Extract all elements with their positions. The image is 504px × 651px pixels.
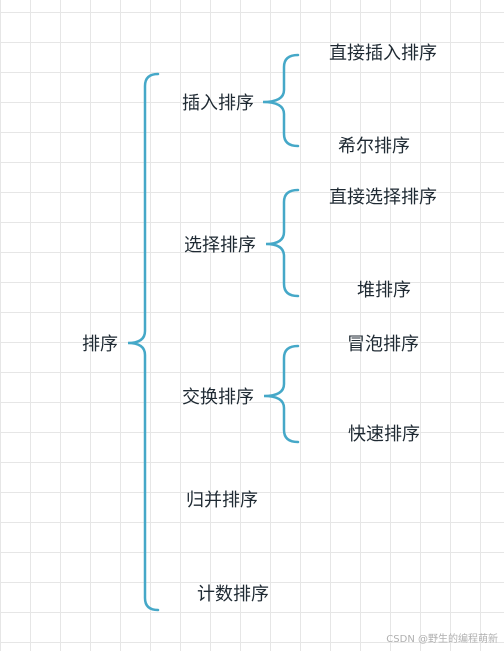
watermark: CSDN @野生的编程萌新 bbox=[386, 634, 498, 645]
brackets-layer bbox=[127, 53, 300, 612]
insertion-bracket bbox=[262, 53, 300, 148]
node-counting-sort: 计数排序 bbox=[197, 584, 269, 605]
node-insertion-sort: 插入排序 bbox=[182, 93, 254, 114]
node-shell-sort: 希尔排序 bbox=[338, 136, 410, 157]
node-merge-sort: 归并排序 bbox=[186, 490, 258, 511]
node-straight-insertion-sort: 直接插入排序 bbox=[329, 43, 437, 64]
node-quick-sort: 快速排序 bbox=[348, 424, 420, 445]
node-straight-selection-sort: 直接选择排序 bbox=[329, 187, 437, 208]
node-selection-sort: 选择排序 bbox=[184, 235, 256, 256]
selection-bracket bbox=[265, 188, 300, 298]
node-bubble-sort: 冒泡排序 bbox=[347, 334, 419, 355]
root-node: 排序 bbox=[82, 334, 118, 355]
exchange-bracket bbox=[263, 344, 300, 444]
node-heap-sort: 堆排序 bbox=[357, 280, 411, 301]
root-bracket bbox=[127, 72, 160, 612]
node-exchange-sort: 交换排序 bbox=[182, 387, 254, 408]
